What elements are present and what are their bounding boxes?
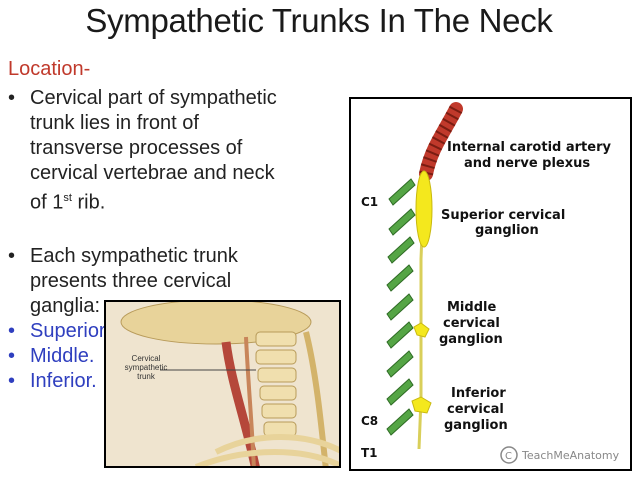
bullet-dot-icon: • <box>8 344 16 367</box>
rib-shape <box>214 434 339 455</box>
vertebra <box>255 349 297 365</box>
nerve-bar <box>388 178 416 206</box>
middle-label-line2: cervical <box>443 316 500 331</box>
bullet-dot-icon: • <box>8 369 16 392</box>
neck-anatomy-inset: Cervical sympathetic trunk <box>104 300 341 468</box>
bullet-item-location: • Cervical part of sympathetic trunk lie… <box>6 86 288 216</box>
bullet-superscript: st <box>63 192 72 204</box>
bullet-dot-icon: • <box>8 244 16 267</box>
nerve-bar <box>386 378 414 406</box>
rib-shape <box>194 449 339 466</box>
c1-label: C1 <box>361 195 378 209</box>
middle-label-line1: Middle <box>447 300 496 315</box>
inferior-label-line2: cervical <box>447 402 504 417</box>
watermark-text: TeachMeAnatomy <box>521 449 620 462</box>
vertebrae <box>255 331 297 437</box>
bullet-text: Each sympathetic trunk presents three ce… <box>30 244 238 317</box>
neck-anatomy-illustration <box>106 302 339 466</box>
inset-label-line2: sympathetic <box>124 363 168 372</box>
bullet-text: Superior. <box>30 319 111 342</box>
inset-label-line3: trunk <box>137 372 155 381</box>
bullet-dot-icon: • <box>8 319 16 342</box>
nerve-bar <box>386 321 414 349</box>
nerve-bar <box>386 293 414 321</box>
superior-label-line2: ganglion <box>475 223 539 238</box>
copyright-icon <box>500 446 518 464</box>
superior-label-line1: Superior cervical <box>441 208 565 223</box>
bullet-item-middle: • Middle. <box>6 344 288 369</box>
nerve-bar <box>386 264 414 292</box>
bullet-text-tail: rib. <box>71 191 106 214</box>
artery-label-line1: Internal carotid artery <box>447 140 611 155</box>
inferior-label-line3: ganglion <box>444 418 508 433</box>
t1-label: T1 <box>361 446 378 460</box>
vertebra <box>259 385 297 401</box>
vertebra <box>257 367 297 383</box>
bullet-dot-icon: • <box>8 87 16 109</box>
bullet-list: • Cervical part of sympathetic trunk lie… <box>6 86 288 394</box>
inferior-ganglion-shape <box>411 396 432 414</box>
vertebra <box>255 331 297 347</box>
inset-label: Cervical sympathetic trunk <box>114 354 178 381</box>
middle-ganglion-shape <box>413 322 430 338</box>
copyright-icon-letter: C <box>505 451 512 462</box>
inset-label-line1: Cervical <box>131 354 161 363</box>
trunk-diagram-svg: Internal carotid artery and nerve plexus… <box>361 102 620 464</box>
middle-label-line3: ganglion <box>439 332 503 347</box>
superior-ganglion-shape <box>415 170 433 248</box>
bullet-text: Middle. <box>30 344 95 367</box>
location-heading: Location- <box>8 58 91 80</box>
artery-label-line2: and nerve plexus <box>464 156 590 171</box>
artery-texture <box>419 105 463 176</box>
bullet-text: Inferior. <box>30 369 97 392</box>
bullet-text: Cervical part of sympathetic trunk lies … <box>30 87 277 214</box>
sympathetic-trunk-diagram: Internal carotid artery and nerve plexus… <box>349 97 632 471</box>
bullet-item-inferior: • Inferior. <box>6 369 288 394</box>
vertebra <box>261 403 297 419</box>
bullet-item-ganglia: • Each sympathetic trunk presents three … <box>6 244 288 319</box>
nerve-bar <box>386 408 414 436</box>
nerve-bundle-shape <box>303 331 329 466</box>
nerve-bar <box>388 208 416 236</box>
nerve-bar <box>387 236 415 264</box>
c8-label: C8 <box>361 414 378 428</box>
spinal-nerves <box>386 178 416 436</box>
nerve-bar <box>386 350 414 378</box>
slide-title: Sympathetic Trunks In The Neck <box>85 2 553 39</box>
bullet-item-superior: • Superior. <box>6 319 288 344</box>
inferior-label-line1: Inferior <box>451 386 506 401</box>
vertebra <box>263 421 297 437</box>
